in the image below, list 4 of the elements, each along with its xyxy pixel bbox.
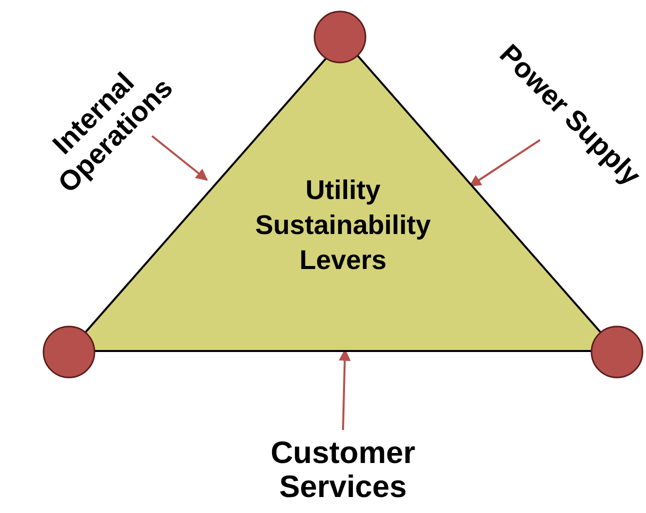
side-label: Customer Services [223, 432, 463, 508]
arrow [151, 135, 208, 181]
center-label: Utility Sustainability Levers [254, 174, 432, 278]
arrow [469, 139, 541, 187]
